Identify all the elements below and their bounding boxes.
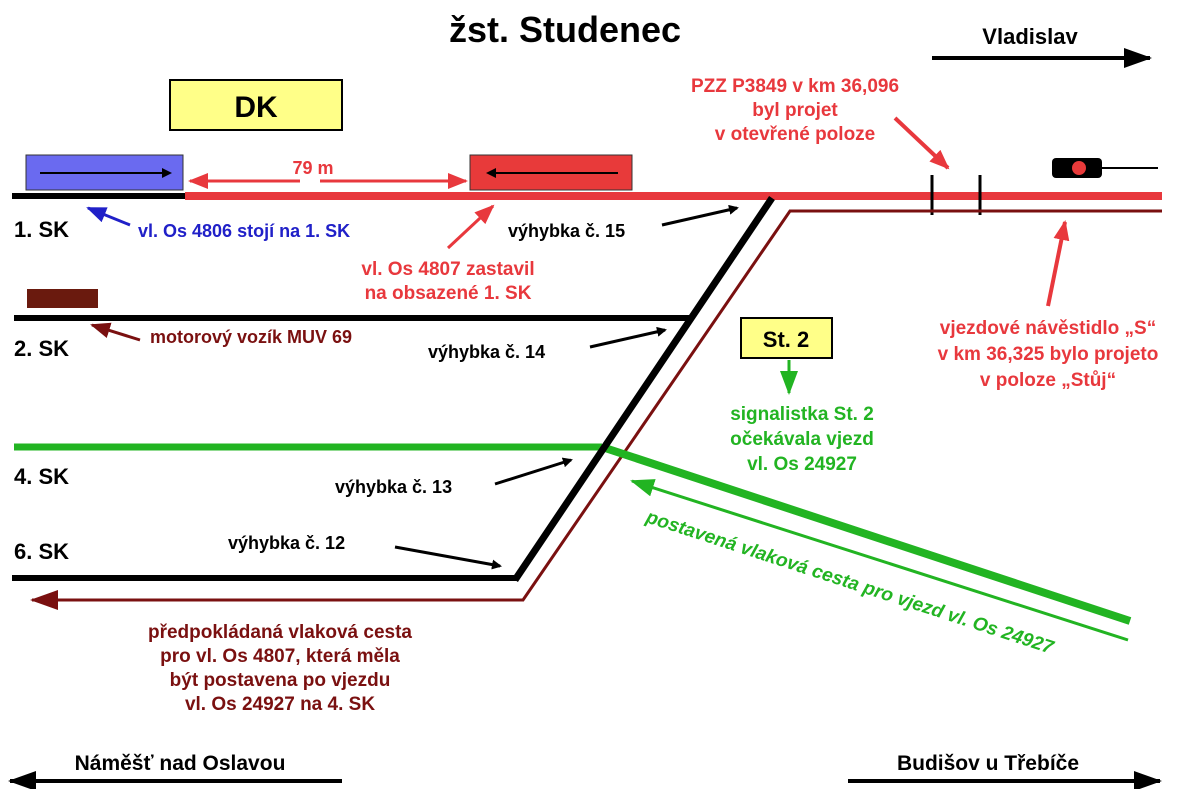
entry-signal-red-light (1072, 161, 1086, 175)
muv-annotation: motorový vozík MUV 69 (150, 327, 352, 347)
switch-diagonal (512, 196, 775, 582)
os4806-annotation: vl. Os 4806 stojí na 1. SK (138, 221, 350, 241)
os4806-arrow (86, 206, 131, 227)
built-route-arrow (630, 479, 1129, 642)
track-label-2: 2. SK (14, 336, 69, 361)
pzz-arrow (893, 116, 950, 170)
os4807-stop-line-1: vl. Os 4807 zastavil (361, 259, 534, 280)
st2-expected-line-3: vl. Os 24927 (747, 454, 857, 475)
switch-12-arrow (394, 545, 502, 570)
expected-route-line-1: předpokládaná vlaková cesta (148, 622, 412, 643)
expected-route-line-4: vl. Os 24927 na 4. SK (185, 694, 375, 715)
dk-box (169, 79, 343, 131)
signal-line-3: v poloze „Stůj“ (980, 370, 1116, 391)
os4807-stop-arrow (446, 204, 495, 250)
vehicle-muv69 (27, 289, 98, 308)
signal-line-1: vjezdové návěstidlo „S“ (940, 318, 1156, 339)
switch-13-label: výhybka č. 13 (335, 477, 452, 497)
expected-route-line-3: být postavena po vjezdu (170, 670, 391, 691)
switch-14-arrow (589, 326, 667, 349)
track-label-4: 4. SK (14, 464, 69, 489)
switch-14-label: výhybka č. 14 (428, 342, 545, 362)
switch-12-label: výhybka č. 12 (228, 533, 345, 553)
switch-15-label: výhybka č. 15 (508, 221, 625, 241)
switch-13-arrow (494, 457, 573, 486)
st2-expected-line-1: signalistka St. 2 (730, 404, 874, 425)
expected-route-line (30, 209, 1162, 610)
st2-expected-line-2: očekávala vjezd (730, 429, 874, 450)
distance-label: 79 m (292, 158, 333, 178)
track-label-6: 6. SK (14, 539, 69, 564)
track-label-1: 1. SK (14, 217, 69, 242)
pzz-line-3: v otevřené poloze (715, 124, 876, 145)
direction-vladislav: Vladislav (982, 24, 1078, 49)
muv-arrow (90, 322, 141, 342)
signal-line-2: v km 36,325 bylo projeto (938, 344, 1159, 365)
pzz-line-2: byl projet (752, 100, 838, 121)
dk-label: DK (234, 91, 278, 124)
pzz-line-1: PZZ P3849 v km 36,096 (691, 76, 899, 97)
st2-box (740, 317, 833, 359)
expected-route-line-2: pro vl. Os 4807, která měla (160, 646, 400, 667)
direction-namest: Náměšť nad Oslavou (75, 752, 286, 775)
st2-label: St. 2 (763, 327, 809, 352)
station-title: žst. Studenec (449, 9, 681, 50)
os4807-stop-line-2: na obsazené 1. SK (365, 283, 532, 304)
switch-15-arrow (661, 204, 739, 227)
signal-arrow (1046, 220, 1070, 307)
built-route-line (600, 443, 1132, 625)
direction-budisov: Budišov u Třebíče (897, 752, 1079, 775)
